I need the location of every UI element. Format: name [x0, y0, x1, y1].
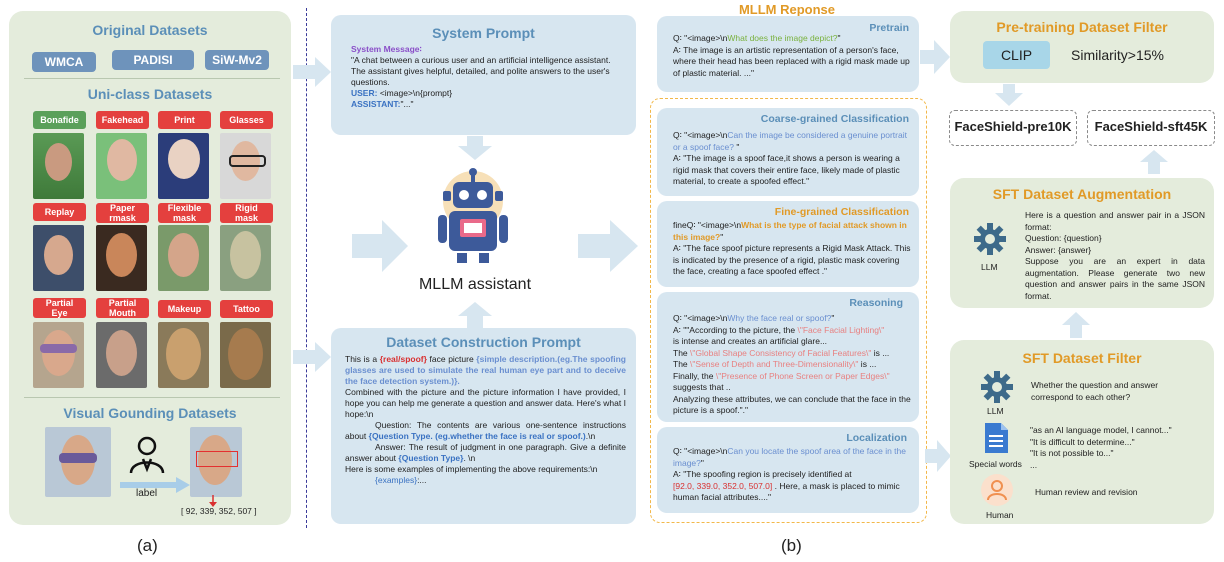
construction-prompt-panel [331, 328, 636, 524]
human-icon [981, 474, 1013, 506]
uniclass-title: Uni-class Datasets [87, 86, 213, 102]
label-makeup: Makeup [158, 300, 211, 318]
face-image-partial-eye [33, 322, 84, 388]
arrow-right-icon [578, 220, 638, 272]
divider [24, 397, 280, 398]
special-words-list: "as an AI language model, I cannot..." "… [1030, 425, 1172, 470]
label-fakehead: Fakehead [96, 111, 149, 129]
label-paper-mask: Paper rmask [96, 203, 149, 223]
chip-wmca: WMCA [32, 52, 96, 72]
divider [24, 78, 280, 79]
localization-qa: Q∶ "<image>\nCan you locate the spoof ar… [673, 446, 906, 502]
filter-question: Whether the question and answer correspo… [1031, 380, 1159, 402]
arrow-down-icon [995, 84, 1023, 106]
filter-llm-label: LLM [987, 406, 1004, 416]
faceshield-sft45k-box: FaceShield-sft45K [1087, 110, 1215, 146]
face-image-makeup [158, 322, 209, 388]
system-message-text: "A chat between a curious user and an ar… [351, 55, 611, 87]
label-bonafide: Bonafide [33, 111, 86, 129]
label-caption: label [136, 488, 158, 499]
coarse-title: Coarse-grained Classification [760, 113, 909, 125]
localization-title: Localization [846, 432, 907, 444]
label-glasses: Glasses [220, 111, 273, 129]
label-partial-mouth: Partial Mouth [96, 298, 149, 318]
arrow-right-icon [352, 220, 408, 272]
label-print: Print [158, 111, 211, 129]
coarse-qa: Q∶ "<image>\nCan the image be considered… [673, 130, 907, 186]
arrow-down-icon [209, 495, 217, 507]
construction-prompt-title: Dataset Construction Prompt [386, 334, 581, 350]
grounding-face-image [45, 427, 111, 497]
system-prompt-body: System Message∶ "A chat between a curiou… [351, 44, 611, 109]
task-group-frame [650, 98, 927, 523]
arrow-right-icon [920, 40, 950, 74]
reasoning-panel [657, 292, 919, 422]
document-icon [985, 423, 1008, 453]
reasoning-title: Reasoning [849, 297, 903, 309]
face-image-paper-mask [96, 225, 147, 291]
system-prompt-title: System Prompt [432, 25, 535, 41]
user-icon [129, 436, 165, 474]
human-label: Human [986, 510, 1014, 520]
fine-panel [657, 201, 919, 287]
system-prompt-panel [331, 15, 636, 135]
bbox-text: [ 92, 339, 352, 507 ] [181, 506, 257, 516]
mllm-assistant-label: MLLM assistant [418, 276, 532, 293]
similarity-text: Similarity>15% [1071, 47, 1164, 63]
localization-panel [657, 427, 919, 513]
caption-b: (b) [781, 536, 802, 555]
arrow-up-icon [1140, 150, 1168, 174]
response-title: MLLM Reponse [738, 2, 836, 17]
pretrain-panel [657, 16, 919, 92]
face-image-replay [33, 225, 84, 291]
arrow-right-icon [120, 477, 190, 493]
special-words-label: Special words [969, 459, 1022, 469]
chip-padisi: PADISI [112, 50, 194, 70]
human-review-text: Human review and revision [1035, 487, 1138, 497]
label-replay: Replay [33, 203, 86, 221]
face-image-rigid-mask [220, 225, 271, 291]
robot-icon [438, 168, 508, 263]
face-image-print [158, 133, 209, 199]
face-image-partial-mouth [96, 322, 147, 388]
clip-badge: CLIP [983, 41, 1050, 69]
arrow-up-icon [1062, 312, 1090, 338]
augmentation-prompt: Here is a question and answer pair in a … [1025, 210, 1205, 301]
arrow-up-icon [458, 302, 492, 328]
arrow-right-icon [293, 342, 331, 372]
pretrain-filter-title: Pre-training Dataset Filter [996, 19, 1168, 35]
arrow-right-icon [925, 440, 951, 472]
face-image-bonafide [33, 133, 84, 199]
arrow-right-icon [293, 57, 331, 87]
faceshield-pre10k-box: FaceShield-pre10K [949, 110, 1077, 146]
gear-icon [974, 223, 1006, 255]
label-rigid-mask: Rigid mask [220, 203, 273, 223]
face-image-tattoo [220, 322, 271, 388]
llm-label: LLM [981, 262, 998, 272]
label-partial-eye: Partial Eye [33, 298, 86, 318]
fine-qa: fineQ∶ "<image>\nWhat is the type of fac… [673, 220, 911, 276]
chip-siw-mv2: SiW-Mv2 [205, 50, 269, 70]
section-divider [306, 8, 307, 528]
grounding-face-labeled-image [190, 427, 242, 497]
caption-a: (a) [137, 536, 158, 555]
sft-filter-title: SFT Dataset Filter [1022, 350, 1142, 366]
pretrain-title: Pretrain [869, 22, 909, 34]
face-image-glasses [220, 133, 271, 199]
original-datasets-title: Original Datasets [92, 22, 208, 38]
fine-title: Fine-grained Classification [774, 206, 909, 218]
label-tattoo: Tattoo [220, 300, 273, 318]
grounding-title: Visual Gounding Datasets [63, 405, 237, 421]
construction-prompt-body: This is a {real/spoof} face picture {sim… [345, 354, 626, 485]
face-image-flexible-mask [158, 225, 209, 291]
reasoning-qa: Q∶ "<image>\nWhy the face real or spoof?… [673, 313, 911, 415]
gear-icon [981, 371, 1013, 403]
face-image-fakehead [96, 133, 147, 199]
arrow-down-icon [458, 136, 492, 160]
coarse-panel [657, 108, 919, 196]
label-flexible-mask: Flexible mask [158, 203, 211, 223]
pretrain-qa: Q∶ "<image>\nWhat does the image depict?… [673, 33, 910, 78]
sft-augmentation-title: SFT Dataset Augmentation [992, 186, 1172, 202]
